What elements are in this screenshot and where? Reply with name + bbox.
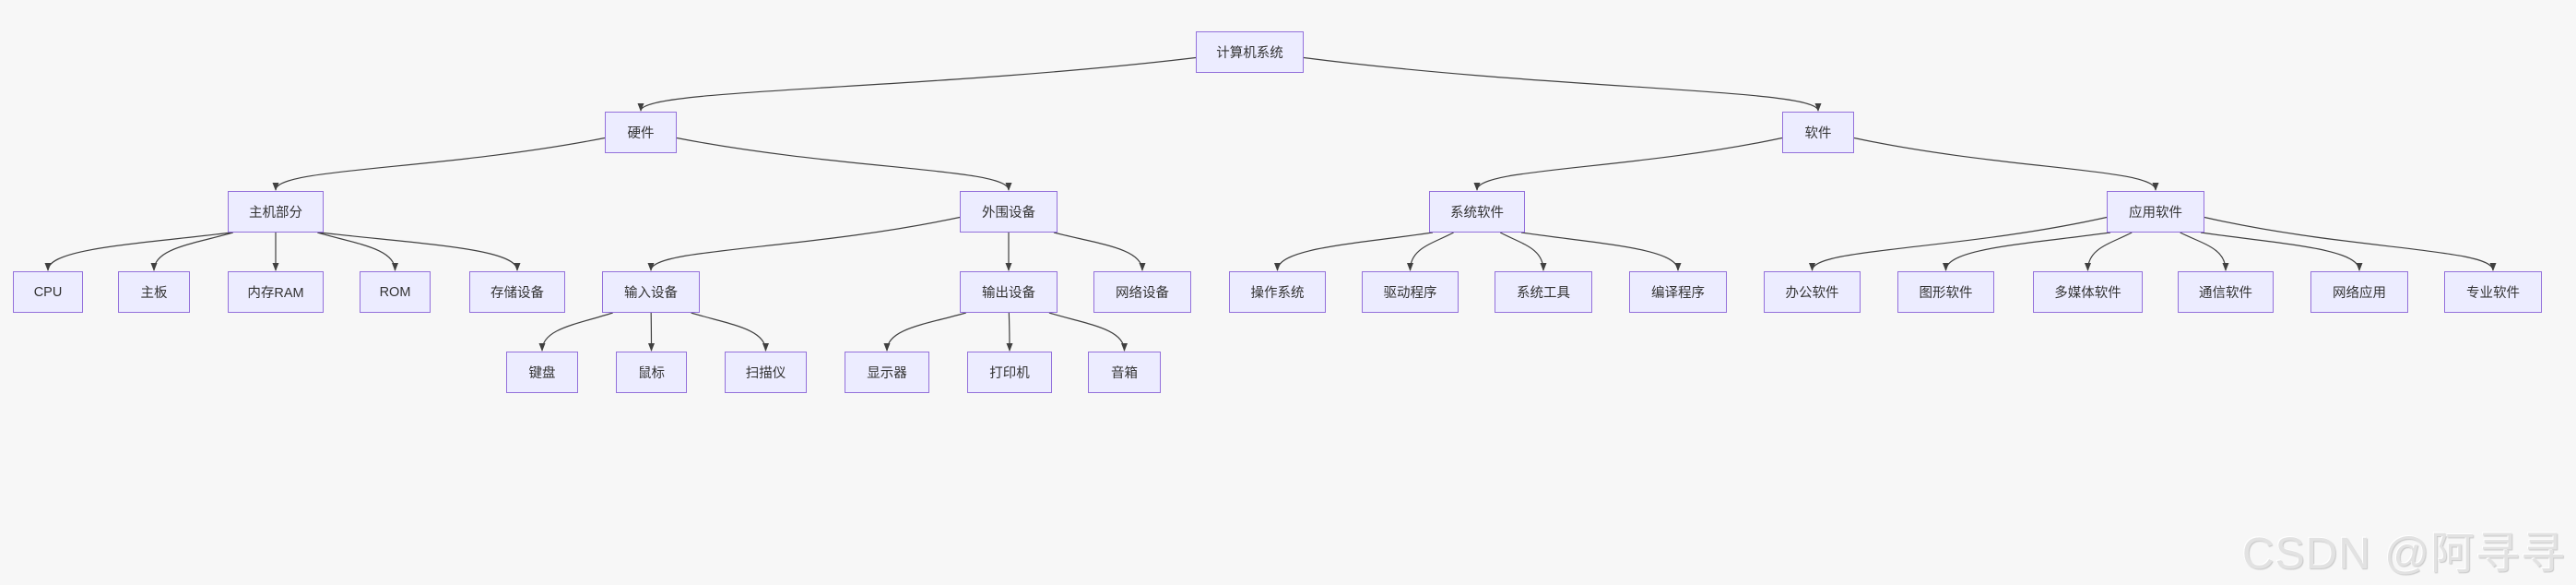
edge-system-software-compiler (1520, 232, 1682, 271)
edge-app-software-graphics (1943, 232, 2111, 271)
node-scanner: 扫描仪 (725, 352, 807, 393)
node-monitor: 显示器 (845, 352, 929, 393)
edge-app-software-professional (2204, 216, 2497, 271)
edge-peripheral-input (647, 216, 961, 271)
edge-app-software-office (1809, 216, 2108, 271)
edge-app-software-multimedia (2085, 232, 2133, 271)
node-ram: 内存RAM (228, 271, 324, 313)
node-office: 办公软件 (1764, 271, 1861, 313)
edge-host-mainboard (150, 232, 233, 271)
node-multimedia: 多媒体软件 (2033, 271, 2143, 313)
node-rom: ROM (360, 271, 431, 313)
edge-software-system-software (1473, 137, 1783, 191)
node-system-software: 系统软件 (1429, 191, 1525, 233)
edge-input-keyboard (538, 312, 613, 352)
node-peripheral: 外围设备 (960, 191, 1058, 233)
node-os: 操作系统 (1229, 271, 1326, 313)
node-driver: 驱动程序 (1362, 271, 1459, 313)
node-system-tools: 系统工具 (1495, 271, 1592, 313)
edge-app-software-web-apps (2200, 232, 2363, 271)
node-graphics: 图形软件 (1897, 271, 1994, 313)
node-professional: 专业软件 (2444, 271, 2542, 313)
edge-host-cpu (44, 232, 232, 271)
edge-app-software-communication (2180, 232, 2229, 271)
edge-root-software (1303, 56, 1822, 112)
node-app-software: 应用软件 (2107, 191, 2204, 233)
node-cpu: CPU (13, 271, 83, 313)
edge-output-monitor (883, 312, 966, 352)
node-host: 主机部分 (228, 191, 324, 233)
node-output: 输出设备 (960, 271, 1058, 313)
node-speaker: 音箱 (1088, 352, 1161, 393)
edge-software-app-software (1853, 137, 2159, 191)
edge-system-software-system-tools (1499, 232, 1547, 271)
edge-output-speaker (1048, 312, 1128, 352)
node-mainboard: 主板 (118, 271, 190, 313)
node-mouse: 鼠标 (616, 352, 687, 393)
edge-host-storage (319, 232, 521, 271)
edge-output-printer (1006, 312, 1013, 352)
node-input: 输入设备 (602, 271, 700, 313)
edge-root-hardware (637, 56, 1197, 112)
node-software: 软件 (1782, 112, 1854, 153)
edge-hardware-peripheral (676, 137, 1012, 191)
edge-system-software-driver (1407, 232, 1454, 271)
node-printer: 打印机 (967, 352, 1052, 393)
node-network-device: 网络设备 (1093, 271, 1191, 313)
node-communication: 通信软件 (2178, 271, 2274, 313)
edge-system-software-os (1274, 232, 1434, 271)
edge-peripheral-network-device (1053, 232, 1146, 271)
node-storage: 存储设备 (469, 271, 565, 313)
edge-host-rom (317, 232, 398, 271)
node-hardware: 硬件 (605, 112, 677, 153)
node-keyboard: 键盘 (506, 352, 578, 393)
node-web-apps: 网络应用 (2310, 271, 2408, 313)
node-root: 计算机系统 (1196, 31, 1304, 73)
node-compiler: 编译程序 (1629, 271, 1727, 313)
csdn-watermark: CSDN @阿寻寻 (2241, 530, 2566, 579)
edge-input-scanner (691, 312, 769, 352)
edge-hardware-host (272, 137, 606, 191)
